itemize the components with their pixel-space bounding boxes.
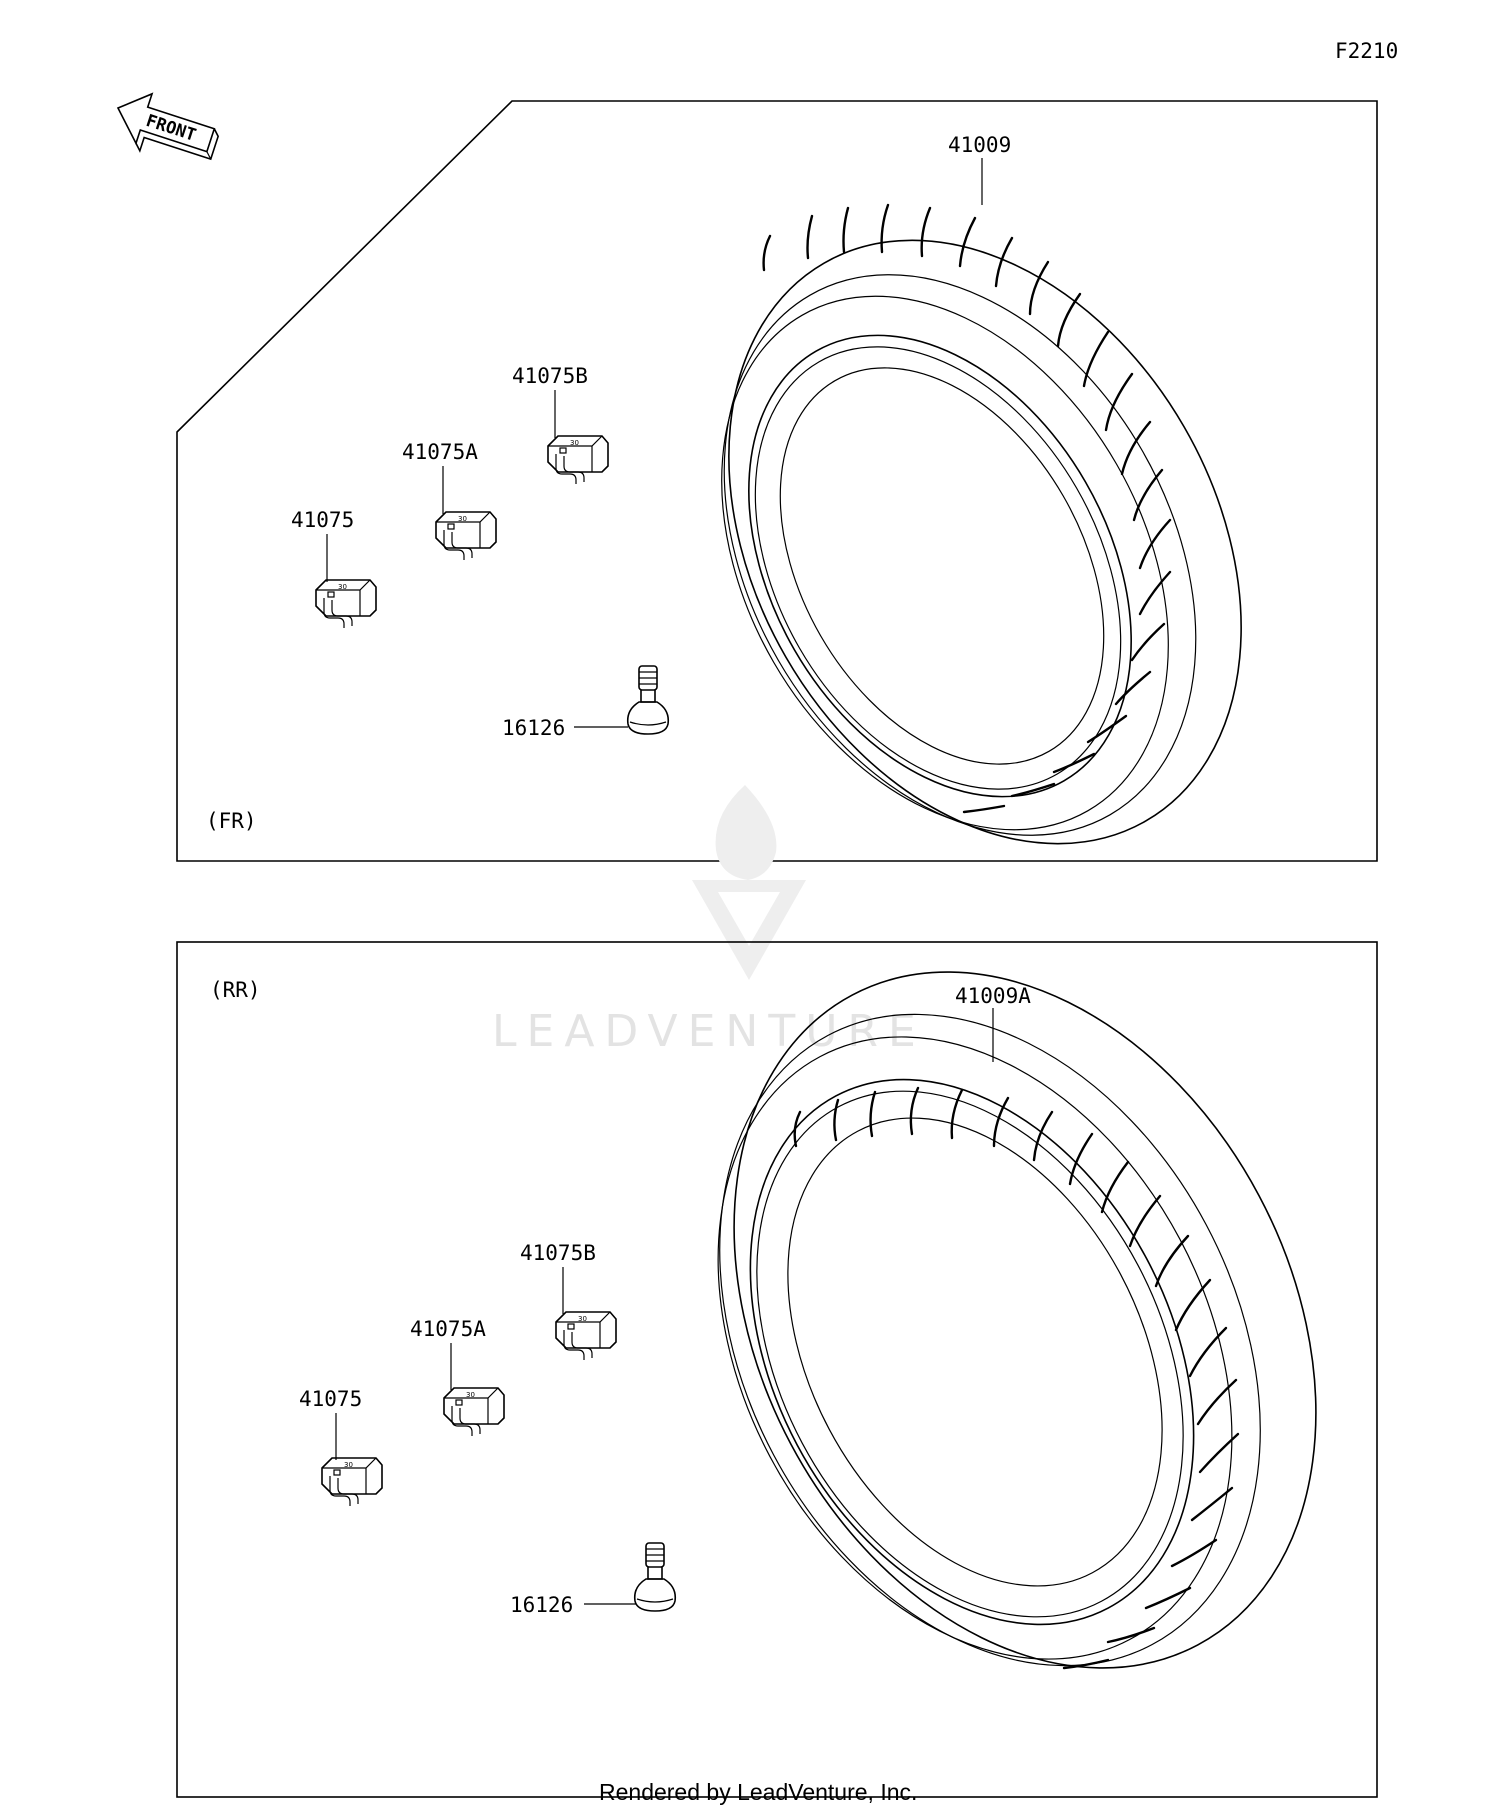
front-weight-b: [547, 435, 609, 485]
rear-weight-a: [443, 1387, 505, 1437]
front-arrow-icon: FRONT: [116, 92, 220, 161]
front-section-label: (FR): [206, 809, 257, 833]
leadventure-watermark: LEADVENTURE: [492, 785, 926, 1057]
rear-tire-part-number: 41009A: [955, 984, 1031, 1008]
front-panel: 41009 41075B 41075A 41075 16126 (FR): [176, 100, 1378, 862]
rear-weight-a-part-number: 41075A: [410, 1317, 486, 1341]
front-valve-part-number: 16126: [502, 716, 565, 740]
front-panel-border: [176, 100, 1378, 862]
rear-weight-b: [555, 1311, 617, 1361]
front-weight-a: [435, 511, 497, 561]
front-tire-part-number: 41009: [948, 133, 1011, 157]
sheet-code: F2210: [1335, 39, 1398, 63]
front-weight-b-part-number: 41075B: [512, 364, 588, 388]
rear-valve-stem: [633, 1542, 677, 1612]
front-valve-stem: [626, 665, 670, 735]
rear-panel: 41009A 41075B 41075A 41075 16126 (RR): [176, 941, 1378, 1798]
rear-section-label: (RR): [210, 978, 261, 1002]
watermark-text: LEADVENTURE: [492, 1006, 926, 1057]
rear-tire: [717, 971, 1317, 1670]
rear-weight: [321, 1457, 383, 1507]
rear-panel-border: [176, 941, 1378, 1798]
rear-weight-b-part-number: 41075B: [520, 1241, 596, 1265]
front-tire: [721, 203, 1242, 845]
front-weight: [315, 579, 377, 629]
footer-credit: Rendered by LeadVenture, Inc.: [599, 1779, 917, 1805]
rear-weight-part-number: 41075: [299, 1387, 362, 1411]
rear-valve-part-number: 16126: [510, 1593, 573, 1617]
front-weight-a-part-number: 41075A: [402, 440, 478, 464]
front-weight-part-number: 41075: [291, 508, 354, 532]
